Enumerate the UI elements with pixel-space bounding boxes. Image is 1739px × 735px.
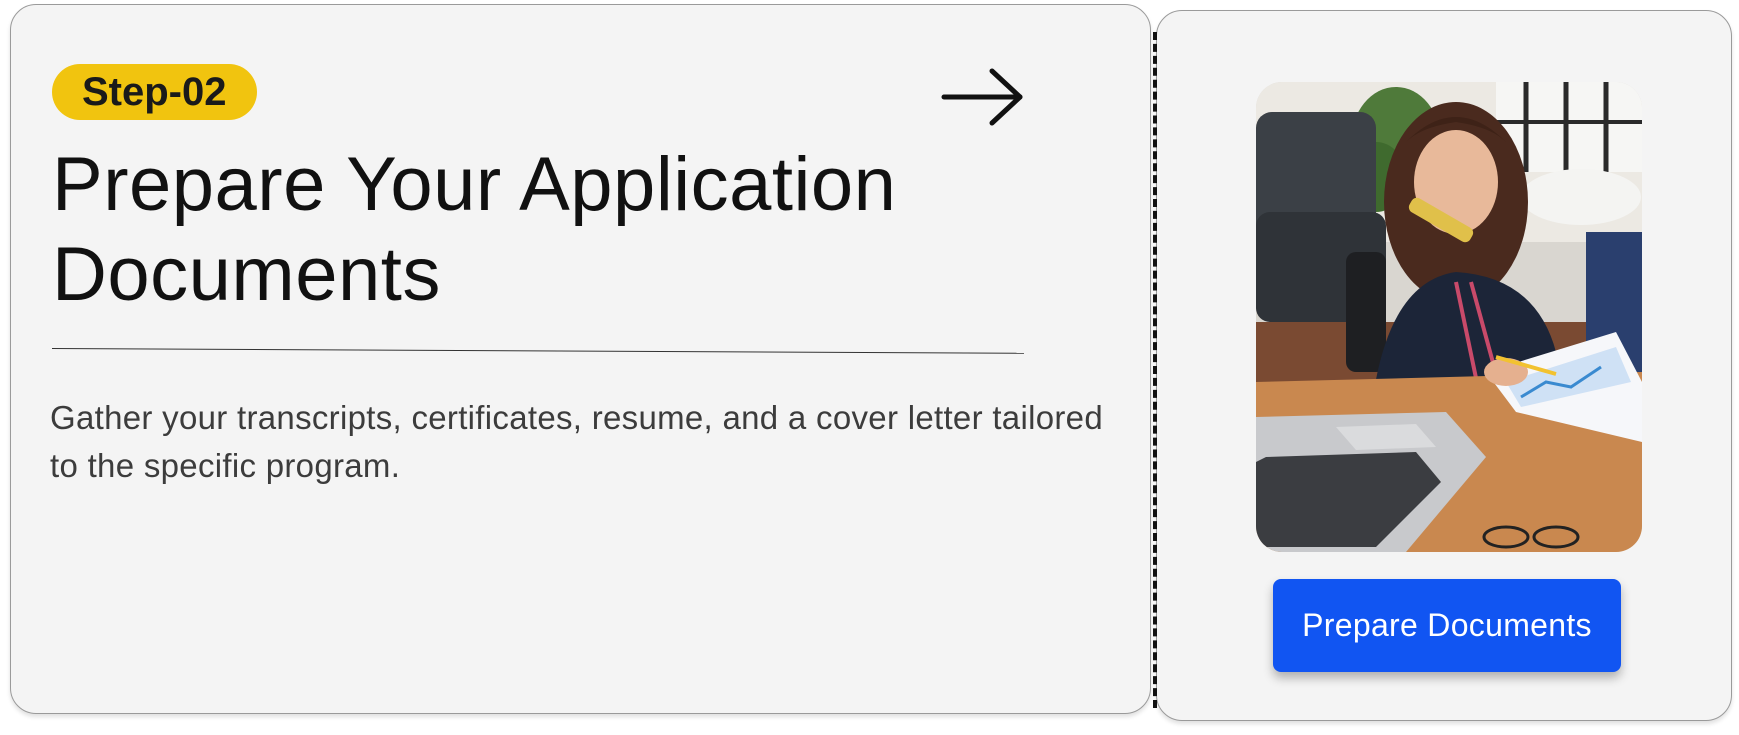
woman-reviewing-documents-photo: [1256, 82, 1642, 552]
prepare-documents-button[interactable]: Prepare Documents: [1273, 579, 1621, 672]
step-card: [10, 4, 1151, 714]
arrow-right-icon[interactable]: [940, 66, 1028, 126]
card-description: Gather your transcripts, certificates, r…: [50, 399, 1103, 484]
step-badge: Step-02: [52, 64, 257, 120]
dashed-separator: [1153, 32, 1157, 708]
card-title: Prepare Your Application Documents: [52, 142, 897, 317]
